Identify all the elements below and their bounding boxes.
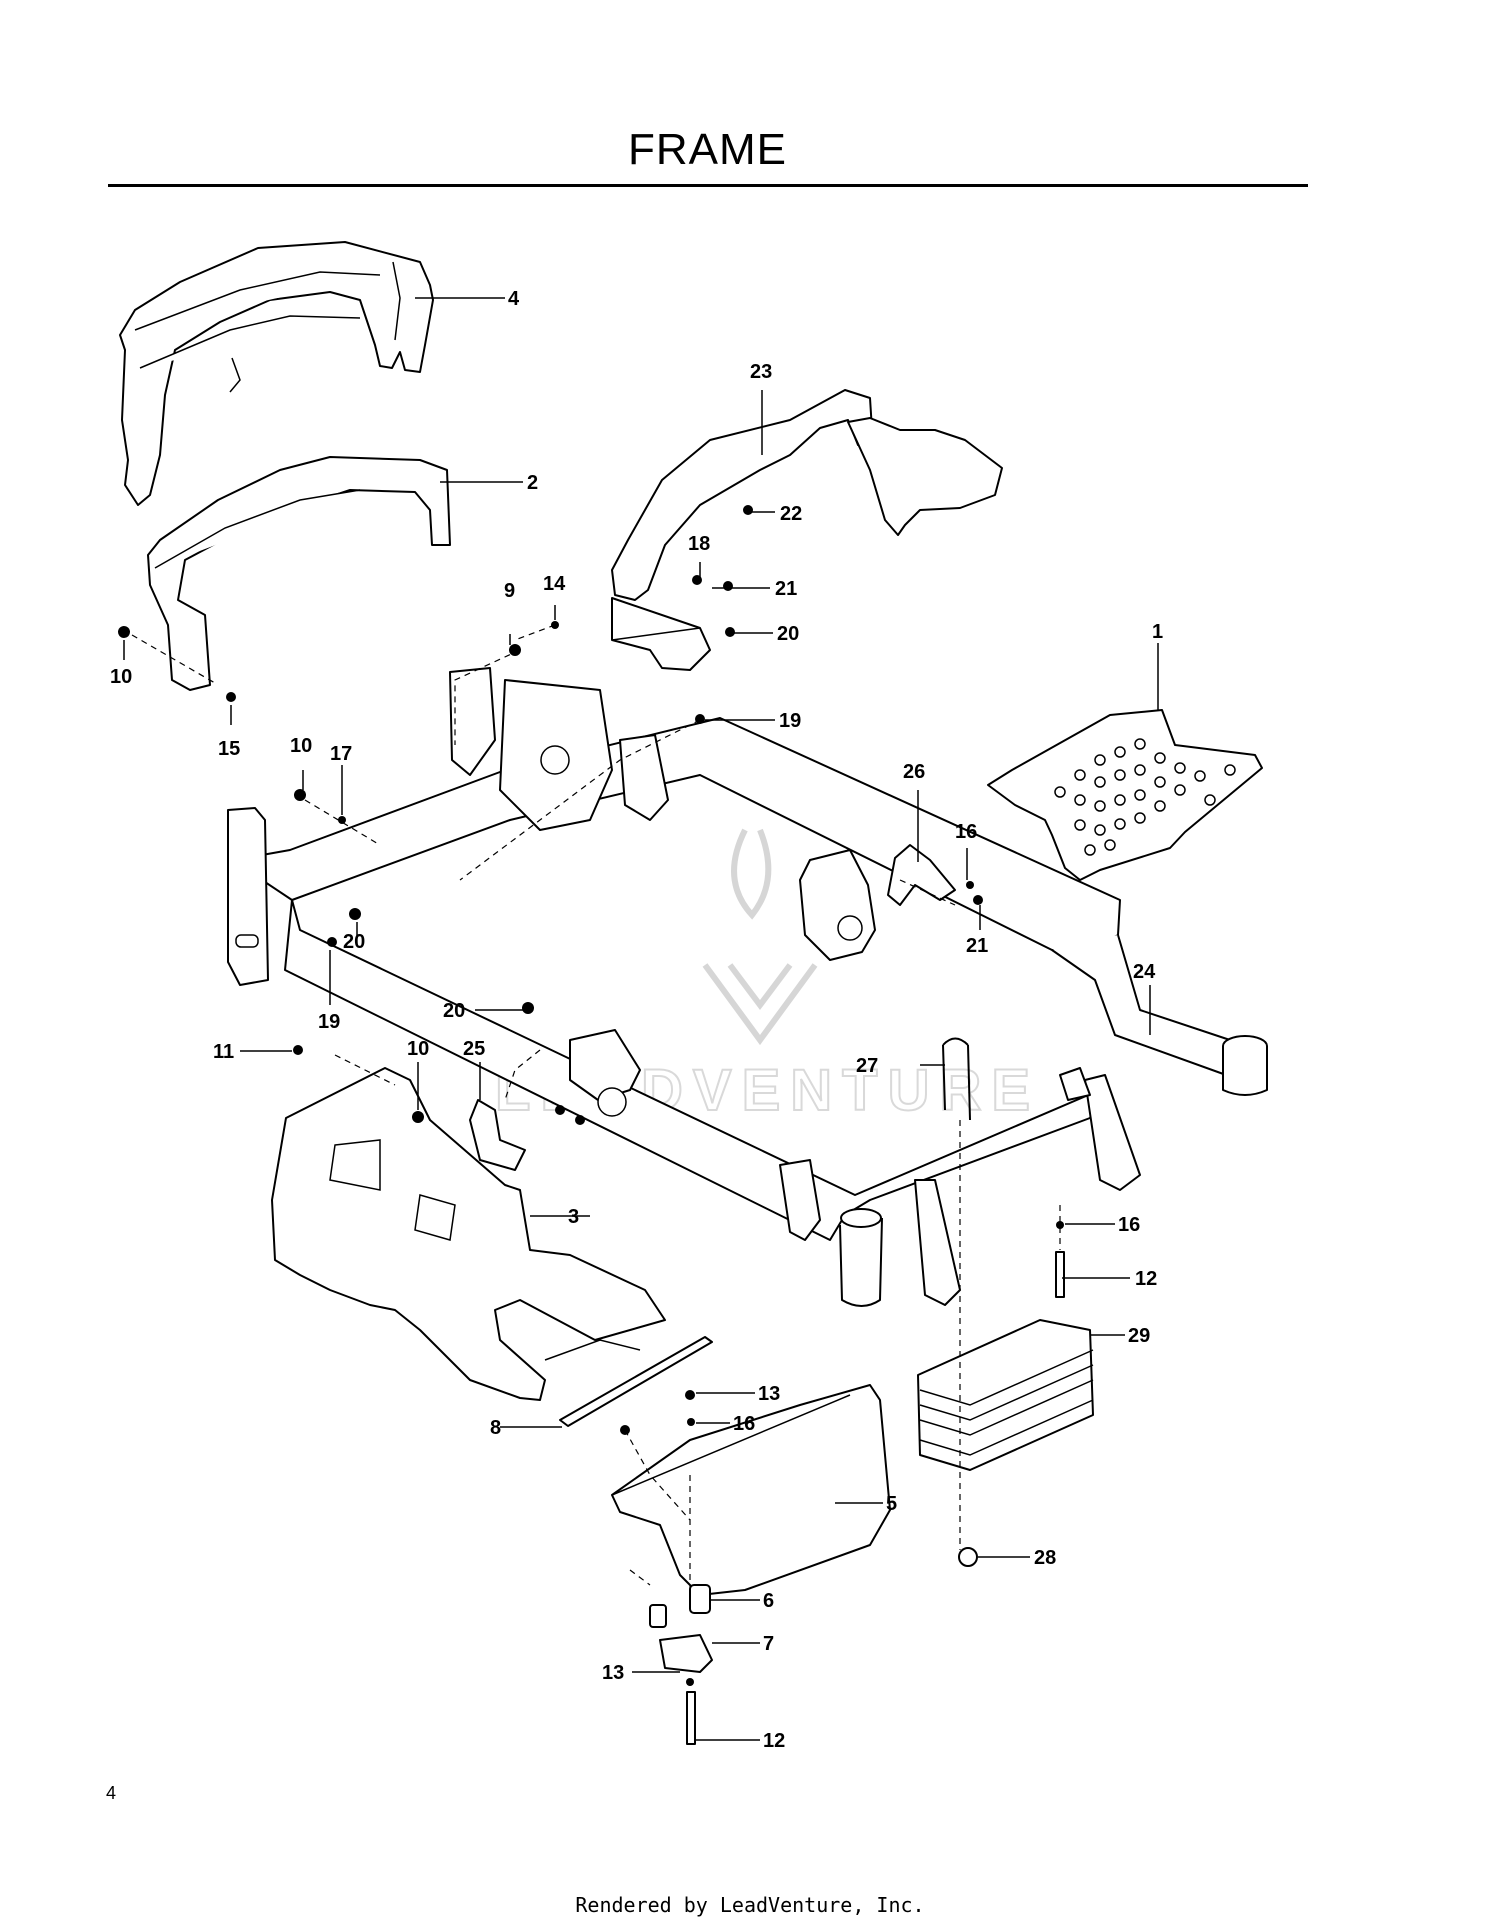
callout-20c: 20: [443, 1000, 465, 1022]
callout-10b: 10: [290, 735, 312, 757]
callout-12b: 12: [763, 1730, 785, 1752]
part-8-strip: [559, 1336, 713, 1427]
part-29-weight-stack: [917, 1319, 1094, 1471]
page-title: FRAME: [628, 125, 787, 174]
callout-9: 9: [504, 580, 515, 602]
title-rule: [108, 184, 1308, 187]
callout-7: 7: [763, 1633, 774, 1655]
part-2-bumper-bracket: [147, 456, 451, 691]
part-23-upper-frame: [611, 389, 1003, 671]
callout-15: 15: [218, 738, 240, 760]
part-3-foot-plate: [271, 1067, 666, 1401]
callout-29: 29: [1128, 1325, 1150, 1347]
callout-16a: 16: [955, 821, 977, 843]
leader-lines: [123, 297, 1159, 1741]
part-6-spacer: [649, 1584, 711, 1628]
callout-20b: 20: [343, 931, 365, 953]
callout-8: 8: [490, 1417, 501, 1439]
part-1-floor-plate: [987, 709, 1263, 881]
part-7-plate: [659, 1634, 713, 1673]
callout-26: 26: [903, 761, 925, 783]
callout-24: 24: [1133, 961, 1156, 983]
part-4-rear-bumper: [119, 241, 434, 506]
callout-27: 27: [856, 1055, 878, 1077]
callout-3: 3: [568, 1206, 579, 1228]
page-number: 4: [106, 1783, 117, 1803]
part-27-u-bolt: [942, 1037, 971, 1121]
callout-11: 11: [213, 1041, 234, 1063]
part-25-bracket: [469, 1099, 526, 1171]
callout-18: 18: [688, 533, 710, 555]
callout-20a: 20: [777, 623, 799, 645]
part-28-nut: [958, 1547, 978, 1567]
assembly-lines: [131, 624, 1061, 1692]
callout-23: 23: [750, 361, 772, 383]
callout-1: 1: [1152, 621, 1163, 643]
callout-19a: 19: [779, 710, 801, 732]
callout-2: 2: [527, 472, 538, 494]
part-5-front-guard: [611, 1384, 891, 1596]
callout-25: 25: [463, 1038, 485, 1060]
callout-16c: 16: [733, 1413, 755, 1435]
callout-28: 28: [1034, 1547, 1056, 1569]
callout-labels: 4 2 23 22 18 21 20 19 9 14 10 15 1 10 17…: [110, 288, 1163, 1752]
callout-10c: 10: [407, 1038, 429, 1060]
callout-12a: 12: [1135, 1268, 1157, 1290]
callout-16b: 16: [1118, 1214, 1140, 1236]
floor-plate-holes: [1054, 738, 1236, 856]
callout-6: 6: [763, 1590, 774, 1612]
callout-17: 17: [330, 743, 352, 765]
callout-14: 14: [543, 573, 566, 595]
callout-13b: 13: [602, 1662, 624, 1684]
callout-19b: 19: [318, 1011, 340, 1033]
part-12-bolts: [686, 1251, 1065, 1745]
footer-credit: Rendered by LeadVenture, Inc.: [575, 1893, 925, 1917]
main-frame: [227, 667, 1268, 1307]
callout-21b: 21: [966, 935, 988, 957]
callout-4: 4: [508, 288, 520, 310]
callout-13a: 13: [758, 1383, 780, 1405]
callout-22: 22: [780, 503, 802, 525]
callout-5: 5: [886, 1493, 897, 1515]
part-26-bracket: [887, 844, 956, 906]
callout-10a: 10: [110, 666, 132, 688]
callout-21a: 21: [775, 578, 797, 600]
